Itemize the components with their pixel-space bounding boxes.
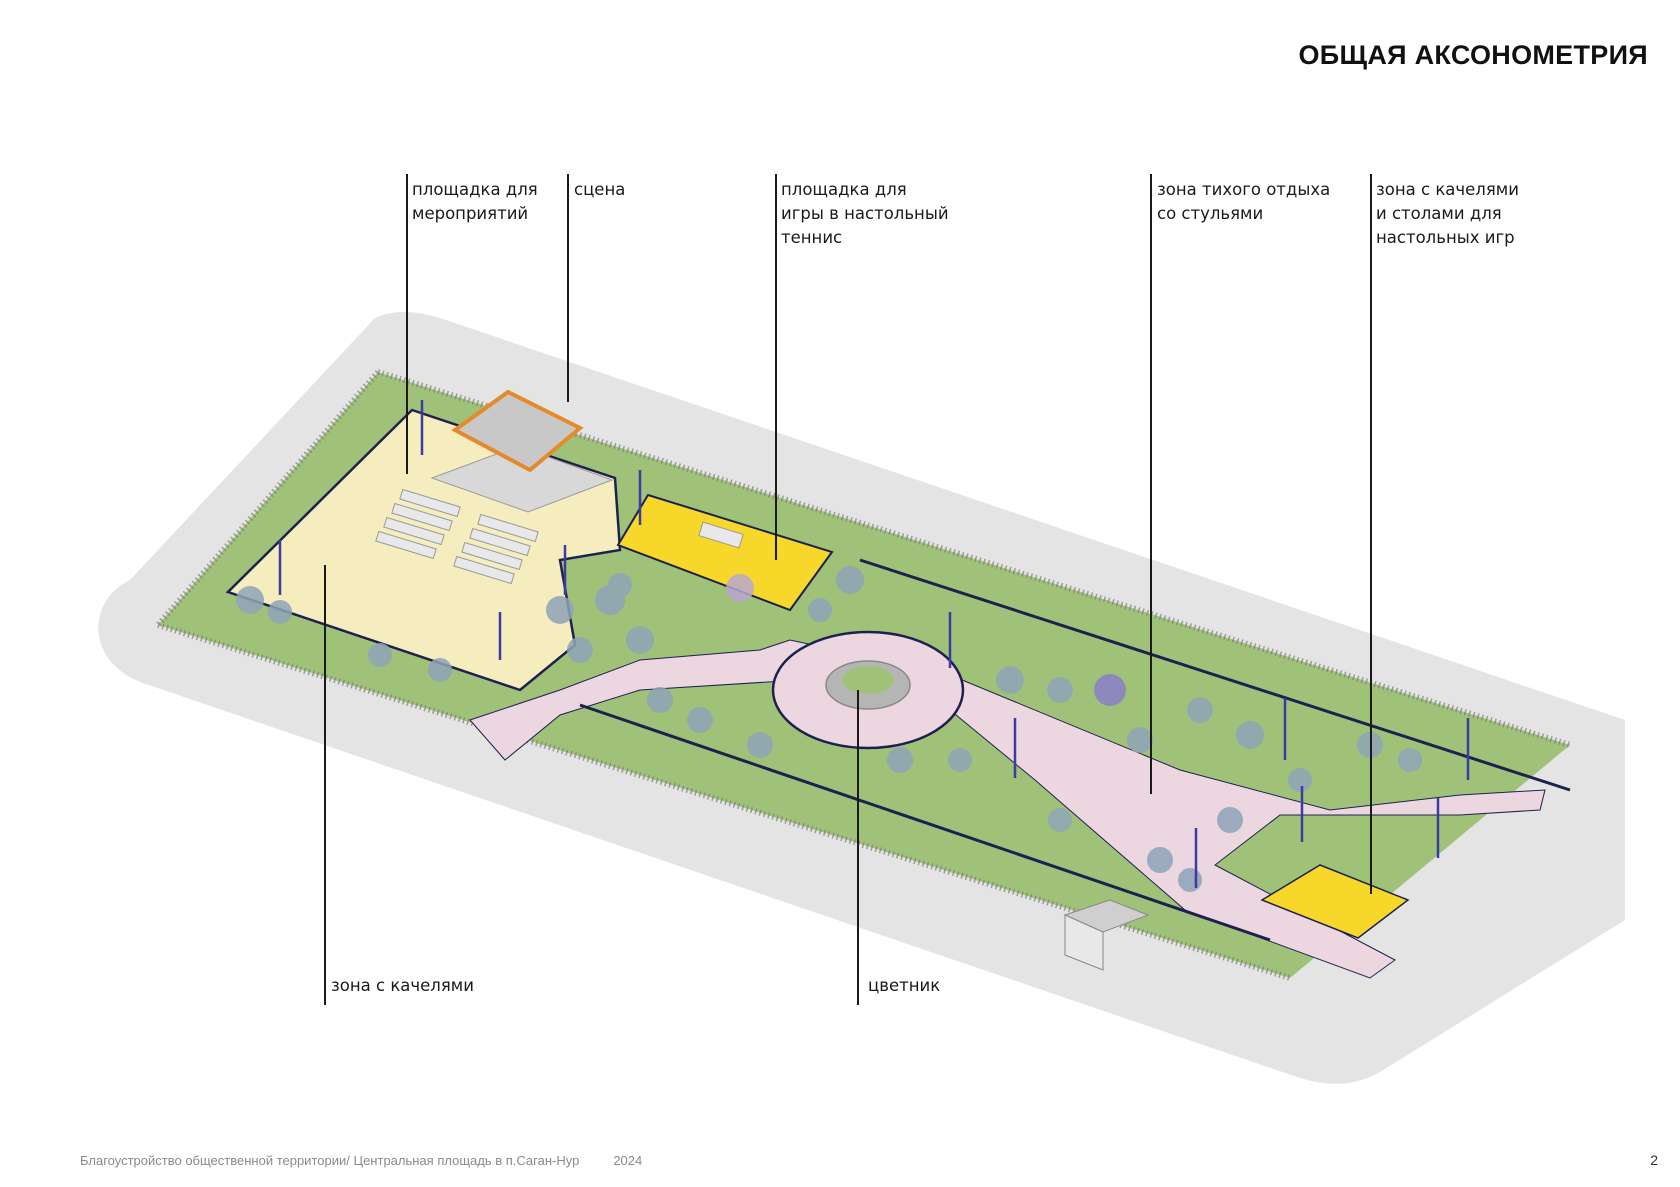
leader-table-tennis: [775, 174, 777, 560]
park-outlines: [579, 558, 1571, 942]
footer: Благоустройство общественной территории/…: [80, 1153, 642, 1168]
leader-swings: [324, 565, 326, 1005]
tennis-court: [616, 493, 834, 612]
footer-project-title: Благоустройство общественной территории/…: [80, 1153, 580, 1168]
stage-roof: [451, 389, 584, 473]
callout-stage: сцена: [574, 180, 626, 199]
tennis-table: [698, 521, 744, 549]
page-number: 2: [1650, 1152, 1658, 1168]
page-title: ОБЩАЯ АКСОНОМЕТРИЯ: [1298, 40, 1648, 70]
leader-quiet-rest: [1150, 174, 1152, 794]
leader-event-area: [406, 174, 408, 474]
swing-court: [1260, 864, 1410, 939]
footer-year: 2024: [613, 1153, 643, 1168]
lamps: [278, 400, 1470, 888]
leader-flowerbed: [857, 690, 859, 1005]
leader-swings-tables: [1370, 174, 1372, 894]
callout-swings: зона с качелями: [331, 976, 474, 995]
stage-platform: [430, 445, 614, 513]
flowerbed-center: [842, 666, 894, 694]
bench-rows: [375, 488, 539, 585]
leader-stage: [567, 174, 569, 402]
callout-flowerbed: цветник: [868, 976, 941, 995]
